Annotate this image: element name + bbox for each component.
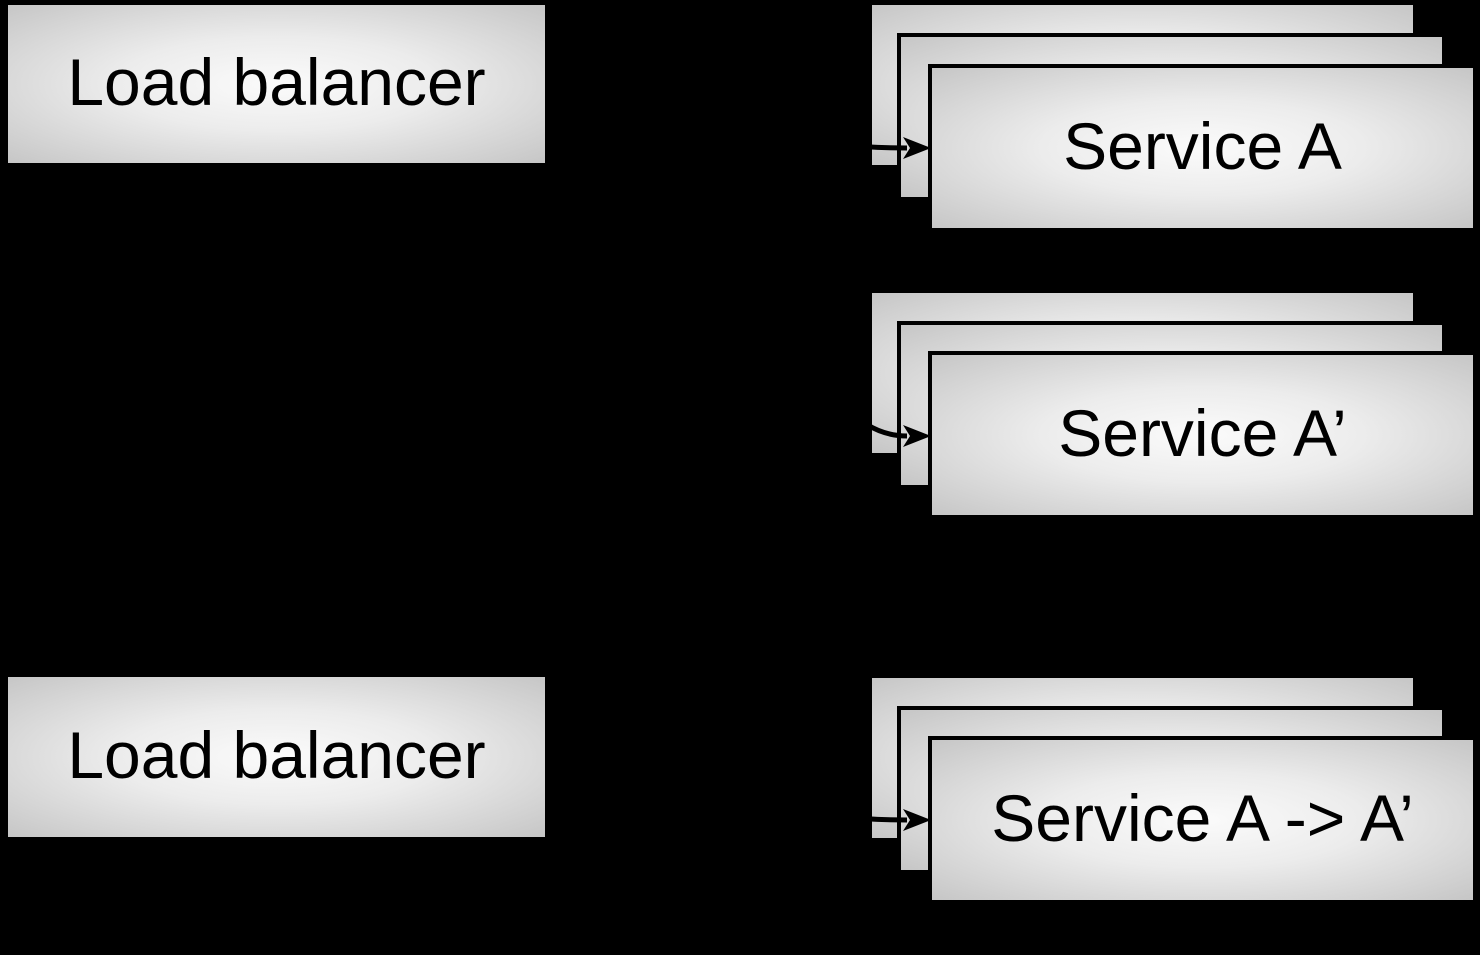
- service-a-migration-stack-card-front: Service A -> A’: [928, 736, 1477, 904]
- service-a-prime-stack-card-front: Service A’: [928, 351, 1477, 519]
- load-balancer-top-box: Load balancer: [4, 1, 549, 167]
- load-balancer-top-label: Load balancer: [67, 45, 486, 119]
- service-a-stack-card-front: Service A: [928, 64, 1477, 232]
- service-a-label: Service A: [1063, 109, 1342, 183]
- service-a-migration-label: Service A -> A’: [991, 781, 1414, 855]
- connector-lb-top-to-service-a: [548, 81, 908, 151]
- connector-lb-top-to-service-a-prime: [548, 89, 908, 439]
- connector-lb-bottom-to-service-a-migration: [548, 754, 908, 823]
- service-a-prime-label: Service A’: [1058, 396, 1347, 470]
- load-balancer-bottom-box: Load balancer: [4, 673, 549, 841]
- load-balancer-bottom-label: Load balancer: [67, 718, 486, 792]
